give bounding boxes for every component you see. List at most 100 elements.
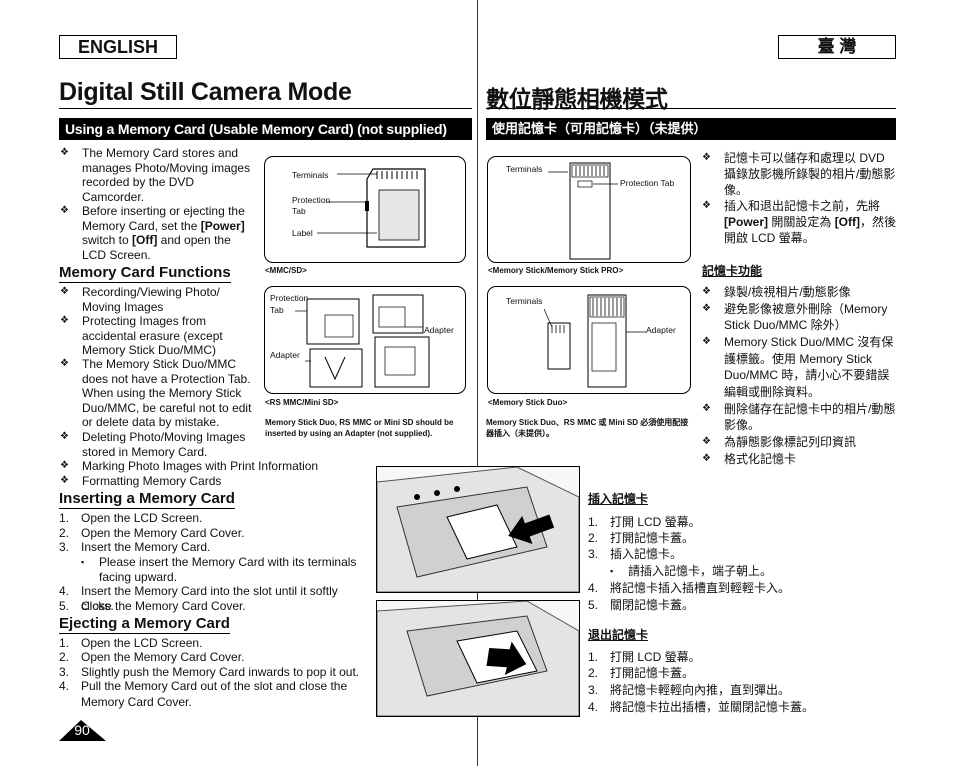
ms-protection-label: Protection Tab bbox=[620, 178, 675, 188]
bullet-marker: ❖ bbox=[60, 286, 69, 297]
mmc-leader-lines bbox=[317, 173, 377, 234]
section-bar-zh: 使用記憶卡（可用記憶卡）（未提供） bbox=[486, 118, 896, 140]
step-text: Insert the Memory Card. bbox=[81, 540, 211, 554]
step-number: 1. bbox=[588, 515, 599, 529]
title-rule-right bbox=[486, 108, 896, 109]
function-text: 為靜態影像標記列印資訊 bbox=[724, 435, 857, 449]
intro-zh-item: ❖插入和退出記憶卡之前，先將 [Power] 開關設定為 [Off]，然後開啟 … bbox=[702, 198, 898, 246]
step-text: 插入記憶卡。 bbox=[610, 547, 683, 561]
function-item: ❖Marking Photo Images with Print Informa… bbox=[60, 459, 360, 474]
step-text: 將記憶卡插入插槽直到輕輕卡入。 bbox=[610, 581, 791, 595]
insert-step: 1.Open the LCD Screen. bbox=[59, 511, 359, 526]
rs-adapter-label-2: Adapter bbox=[270, 350, 300, 360]
adapter-note-en: Memory Stick Duo, RS MMC or Mini SD shou… bbox=[265, 418, 454, 438]
power-label: [Power] bbox=[200, 218, 245, 233]
step-number: 5. bbox=[59, 599, 70, 613]
function-text: Memory Stick Duo/MMC 沒有保護標籤。使用 Memory St… bbox=[724, 335, 894, 399]
step-text: 打開 LCD 螢幕。 bbox=[610, 650, 701, 664]
function-text: Formatting Memory Cards bbox=[82, 474, 222, 488]
bullet-marker: ❖ bbox=[60, 431, 69, 442]
duo-terminals-label: Terminals bbox=[506, 296, 543, 306]
memory-stick-figure: Terminals Protection Tab bbox=[487, 156, 691, 263]
memory-stick-caption: <Memory Stick/Memory Stick PRO> bbox=[488, 266, 624, 275]
title-rule-left bbox=[59, 108, 472, 109]
power-label: [Power] bbox=[724, 215, 769, 229]
function-text: Deleting Photo/Moving Images stored in M… bbox=[82, 430, 246, 459]
eject-step-zh: 3. 將記憶卡輕輕向內推，直到彈出。 bbox=[588, 682, 888, 698]
intro-text: 記憶卡可以儲存和處理以 DVD 攝錄放影機所錄製的相片/動態影像。 bbox=[724, 151, 896, 197]
function-item: ❖Formatting Memory Cards bbox=[60, 474, 360, 489]
insert-substep: ▪Please insert the Memory Card with its … bbox=[81, 555, 366, 584]
step-number: 2. bbox=[588, 531, 599, 545]
eject-step-zh: 1. 打開 LCD 螢幕。 bbox=[588, 649, 888, 665]
step-number: 3. bbox=[588, 683, 599, 697]
step-number: 1. bbox=[588, 650, 599, 664]
insert-step-zh: 1.打開 LCD 螢幕。 bbox=[588, 514, 888, 530]
intro-text: 插入和退出記憶卡之前，先將 bbox=[724, 199, 881, 213]
intro-en-item: ❖ The Memory Card stores and manages Pho… bbox=[60, 146, 258, 204]
adapter-note-zh: Memory Stick Duo、RS MMC 或 Mini SD 必須使用配接… bbox=[486, 418, 689, 438]
function-text: 格式化記憶卡 bbox=[724, 452, 797, 466]
insert-step-zh: 2.打開記憶卡蓋。 bbox=[588, 530, 888, 546]
eject-step: 3.Slightly push the Memory Card inwards … bbox=[59, 665, 374, 680]
bullet-marker: ❖ bbox=[60, 460, 69, 471]
step-number: 3. bbox=[59, 665, 70, 679]
intro-text: 開關設定為 bbox=[768, 215, 835, 229]
function-item: ❖The Memory Stick Duo/MMC does not have … bbox=[60, 357, 260, 430]
rs-adapter-label-1: Adapter bbox=[424, 325, 454, 335]
off-label: [Off] bbox=[132, 233, 158, 248]
intro-en-item: ❖ Before inserting or ejecting the Memor… bbox=[60, 204, 258, 262]
step-number: 4. bbox=[588, 581, 599, 595]
insert-step: 5.Close the Memory Card Cover. bbox=[59, 599, 359, 614]
eject-step: 2.Open the Memory Card Cover. bbox=[59, 650, 369, 665]
step-text: Please insert the Memory Card with its t… bbox=[99, 555, 357, 584]
rs-protection-label: Protection Tab bbox=[270, 293, 309, 315]
function-item-zh: ❖ 刪除儲存在記憶卡中的相片/動態影像。 bbox=[702, 401, 898, 433]
step-number: 2. bbox=[588, 666, 599, 680]
inserting-heading-zh: 插入記憶卡 bbox=[588, 492, 649, 506]
memory-stick-duo-figure: Terminals Adapter bbox=[487, 286, 691, 394]
duo-adapter-label: Adapter bbox=[646, 325, 676, 335]
function-text: Protecting Images from accidental erasur… bbox=[82, 314, 223, 358]
mmc-sd-caption: <MMC/SD> bbox=[265, 266, 307, 275]
function-item-zh: ❖避免影像被意外刪除（Memory Stick Duo/MMC 除外） bbox=[702, 301, 898, 333]
step-number: 3. bbox=[59, 540, 70, 554]
step-text: Pull the Memory Card out of the slot and… bbox=[81, 679, 348, 709]
bullet-marker: ❖ bbox=[702, 286, 711, 297]
bullet-marker: ❖ bbox=[60, 205, 69, 216]
bullet-marker: ❖ bbox=[702, 403, 711, 414]
function-item: ❖Protecting Images from accidental erasu… bbox=[60, 314, 240, 358]
eject-step: 4. Pull the Memory Card out of the slot a… bbox=[59, 679, 364, 710]
mmc-label-label: Label bbox=[292, 228, 313, 238]
step-text: 將記憶卡輕輕向內推，直到彈出。 bbox=[610, 683, 791, 697]
function-text: 刪除儲存在記憶卡中的相片/動態影像。 bbox=[724, 402, 896, 432]
memory-stick-duo-caption: <Memory Stick Duo> bbox=[488, 398, 568, 407]
lang-english-box: ENGLISH bbox=[59, 35, 177, 59]
intro-text: The Memory Card stores and manages Photo… bbox=[82, 146, 251, 204]
eject-step: 1. Open the LCD Screen. bbox=[59, 636, 369, 651]
insert-step: 3. Insert the Memory Card. bbox=[59, 540, 359, 555]
step-number: 4. bbox=[588, 700, 599, 714]
intro-zh-item: ❖ 記憶卡可以儲存和處理以 DVD 攝錄放影機所錄製的相片/動態影像。 bbox=[702, 150, 898, 198]
page-number-badge bbox=[59, 720, 106, 741]
function-text: Recording/Viewing Photo/ Moving Images bbox=[82, 285, 220, 314]
bullet-marker: ❖ bbox=[702, 152, 711, 163]
bullet-marker: ❖ bbox=[702, 303, 711, 314]
rs-mmc-drawing bbox=[295, 294, 430, 388]
step-number: 1. bbox=[59, 636, 70, 650]
step-text: Open the Memory Card Cover. bbox=[81, 526, 245, 540]
step-text: 請插入記憶卡，端子朝上。 bbox=[628, 564, 773, 578]
bullet-marker: ❖ bbox=[60, 358, 69, 369]
step-number: 2. bbox=[59, 650, 70, 664]
step-text: Open the LCD Screen. bbox=[81, 636, 203, 650]
bullet-marker: ❖ bbox=[702, 200, 711, 211]
eject-step-zh: 4.將記憶卡拉出插槽，並關閉記憶卡蓋。 bbox=[588, 699, 888, 715]
step-number: 4. bbox=[59, 679, 70, 693]
section-bar-en: Using a Memory Card (Usable Memory Card)… bbox=[59, 118, 472, 140]
intro-text: and open the LCD Screen. bbox=[82, 233, 231, 262]
lang-chinese-box: 臺 灣 bbox=[778, 35, 896, 59]
off-label: [Off] bbox=[834, 215, 861, 229]
intro-text: switch to bbox=[82, 233, 133, 248]
function-item-zh: ❖為靜態影像標記列印資訊 bbox=[702, 434, 898, 450]
sd-card-drawing bbox=[365, 168, 426, 248]
